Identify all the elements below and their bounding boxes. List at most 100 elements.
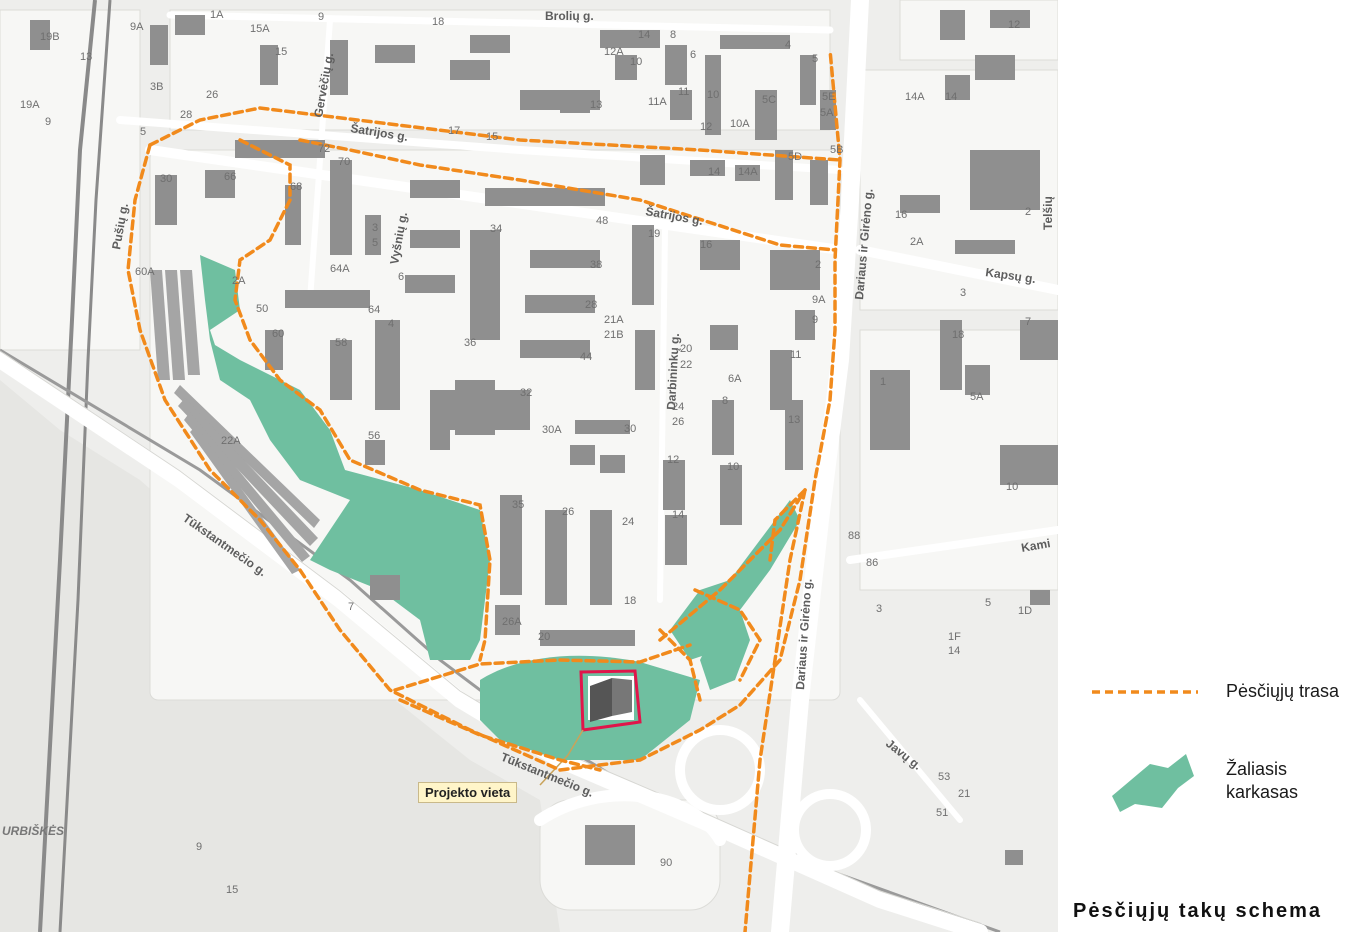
house-number: 15 (486, 131, 498, 143)
house-number: 5 (140, 126, 146, 138)
trail-swatch-icon (1092, 689, 1198, 694)
house-number: 4 (785, 39, 791, 51)
house-number: 51 (936, 807, 948, 819)
house-number: 5C (762, 94, 776, 106)
house-number: 4 (388, 318, 394, 330)
house-number: 3 (960, 287, 966, 299)
legend: Pėsčiųjų trasa Žaliasis karkasas (1090, 660, 1360, 830)
house-number: 5A (970, 391, 984, 403)
house-number: 9A (812, 294, 826, 306)
legend-label-green: Žaliasis karkasas (1226, 759, 1299, 802)
house-number: 22A (221, 435, 241, 447)
house-number: 1 (880, 376, 886, 388)
map-title: Pėsčiųjų takų schema (1073, 900, 1322, 922)
house-number: 21A (604, 314, 624, 326)
house-number: 12 (700, 121, 712, 133)
house-number: 13 (788, 414, 800, 426)
house-number: 60A (135, 266, 155, 278)
house-number: 1D (1018, 605, 1032, 617)
house-number: 35 (512, 499, 524, 511)
house-number: 26 (672, 416, 684, 428)
house-number: 14A (738, 166, 758, 178)
house-number: 12A (604, 46, 624, 58)
street-kapsu: Kapsų g. (985, 265, 1037, 286)
house-number: 88 (848, 530, 860, 542)
house-number: 15A (250, 23, 270, 35)
house-number: 12 (1008, 19, 1020, 31)
pedestrian-trail-lines (126, 48, 842, 932)
house-number: 53 (938, 771, 950, 783)
house-number: 5D (788, 151, 802, 163)
house-number: 2 (1025, 206, 1031, 218)
house-number: 36 (464, 337, 476, 349)
house-number: 86 (866, 557, 878, 569)
house-number: 90 (660, 857, 672, 869)
house-number: 18 (624, 595, 636, 607)
house-number: 21B (604, 329, 624, 341)
street-darbininku: Darbininkų g. (664, 333, 682, 410)
house-number: 32 (520, 387, 532, 399)
house-number: 9 (812, 314, 818, 326)
house-number: 26A (502, 616, 522, 628)
house-number: 7 (1025, 316, 1031, 328)
house-number: 34 (490, 223, 502, 235)
house-number: 1A (210, 9, 224, 21)
street-broliu: Brolių g. (545, 9, 594, 23)
house-number: 21 (958, 788, 970, 800)
house-number: 19A (20, 99, 40, 111)
green-swatch-icon (1112, 754, 1194, 812)
house-number: 58 (335, 337, 347, 349)
house-number: 2A (910, 236, 924, 248)
house-number: 56 (368, 430, 380, 442)
house-number: 12 (667, 454, 679, 466)
house-number: 30 (624, 423, 636, 435)
house-number: 28 (180, 109, 192, 121)
project-site-callout: Projekto vieta (418, 782, 518, 803)
house-number: 5 (812, 53, 818, 65)
house-number: 22 (680, 359, 692, 371)
street-kami: Kami (1020, 536, 1051, 555)
house-number: 7 (348, 601, 354, 613)
house-number: 5 (985, 597, 991, 609)
house-number: 50 (256, 303, 268, 315)
house-number: 72 (318, 143, 330, 155)
map-canvas[interactable]: Brolių g. Šatrijos g. Šatrijos g. Kapsų … (0, 0, 1058, 932)
house-number: 64A (330, 263, 350, 275)
house-number: 15 (226, 884, 238, 896)
house-number: 5B (830, 144, 843, 156)
house-number: 44 (580, 351, 592, 363)
house-number: 17 (448, 125, 460, 137)
house-number: 11 (790, 349, 801, 361)
house-number: 24 (622, 516, 634, 528)
house-number: 11 (678, 86, 689, 98)
house-number: 48 (596, 215, 608, 227)
house-number: 20 (680, 343, 692, 355)
house-number: 10 (727, 461, 739, 473)
house-number: 9 (196, 841, 202, 853)
house-number: 8 (722, 395, 728, 407)
house-number: 20 (538, 631, 550, 643)
house-number: 19 (648, 228, 660, 240)
house-number: 6 (398, 271, 404, 283)
house-number: 16 (895, 209, 907, 221)
house-number: 5 (372, 237, 378, 249)
house-number: 2A (232, 275, 246, 287)
house-number: 10 (707, 89, 719, 101)
house-number: 3B (150, 81, 163, 93)
legend-item-green: Žaliasis karkasas (1090, 746, 1356, 816)
map-svg: Brolių g. Šatrijos g. Šatrijos g. Kapsų … (0, 0, 1058, 932)
house-number: 6 (690, 49, 696, 61)
district-urbiskes: URBIŠKĖS (2, 823, 64, 838)
house-number: 11A (648, 96, 667, 108)
house-number: 26 (562, 506, 574, 518)
house-number: 9A (130, 21, 144, 33)
house-number: 26 (206, 89, 218, 101)
house-number: 14A (905, 91, 925, 103)
house-number: 10 (1006, 481, 1018, 493)
house-number: 14 (708, 166, 720, 178)
house-number: 38 (590, 259, 602, 271)
house-number: 30 (160, 173, 172, 185)
house-number: 16 (700, 239, 712, 251)
project-site (539, 669, 642, 786)
